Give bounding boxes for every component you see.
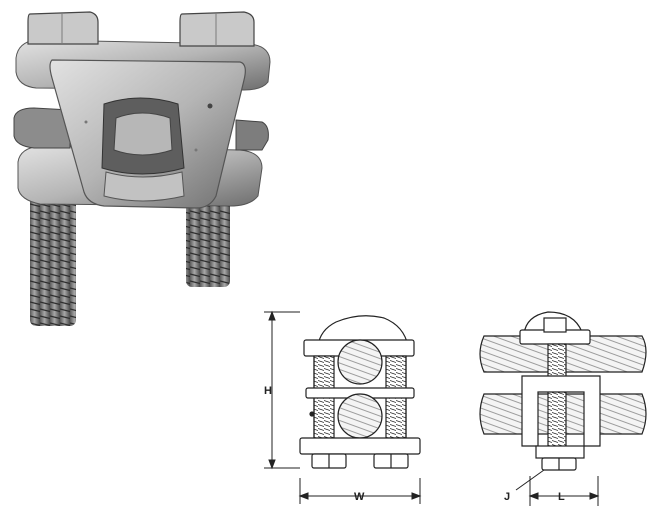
right-lower-lug — [235, 119, 269, 151]
upper-conductor — [337, 339, 383, 385]
clamp-front-view-drawing — [299, 315, 421, 469]
lower-conductor — [337, 393, 383, 439]
split-bolt-clamp-photo — [13, 11, 271, 326]
height-dimension-label: H — [264, 385, 272, 397]
bolt-dimension-label: J — [504, 491, 510, 503]
clamp-side-view-drawing — [479, 311, 647, 471]
length-dimension-label: L — [558, 491, 565, 503]
length-dimension — [528, 476, 600, 506]
left-hex-nut — [27, 11, 99, 45]
right-hex-nut — [179, 11, 255, 47]
width-dimension-label: W — [354, 491, 365, 503]
lower-jaw — [103, 171, 185, 202]
conductor-saddle — [113, 112, 173, 156]
width-dimension — [298, 478, 422, 504]
right-threaded-bolt — [186, 195, 230, 287]
height-dimension — [264, 310, 300, 470]
left-threaded-bolt — [30, 190, 76, 326]
lower-side-lug — [13, 107, 71, 149]
